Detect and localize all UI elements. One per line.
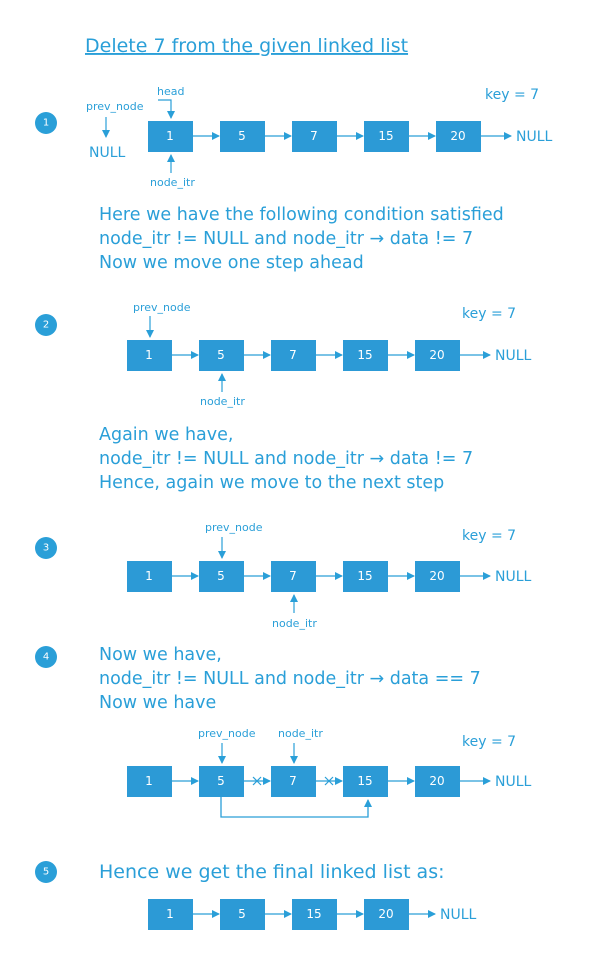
step-1-node-3-value: 7 bbox=[310, 129, 318, 143]
step-5-badge bbox=[35, 861, 57, 883]
step-3-number: 3 bbox=[43, 543, 49, 554]
step-2-node-2-value: 5 bbox=[217, 348, 225, 362]
step-2-badge bbox=[35, 314, 57, 336]
step-2-node-1-value: 1 bbox=[145, 348, 153, 362]
step-3-node-2-value: 5 bbox=[217, 569, 225, 583]
step-4-node-1 bbox=[127, 766, 172, 797]
step-1-null: NULL bbox=[516, 129, 553, 145]
step-4-node-5-value: 20 bbox=[429, 774, 444, 788]
step-2-text-line-3: Hence, again we move to the next step bbox=[99, 473, 444, 493]
step-1-text-line-2: node_itr != NULL and node_itr → data != … bbox=[99, 229, 473, 249]
step-1-number: 1 bbox=[43, 118, 49, 129]
step-2-node-5 bbox=[415, 340, 460, 371]
step-3-node-1-value: 1 bbox=[145, 569, 153, 583]
step-3-node-4 bbox=[343, 561, 388, 592]
step-5-node-4-value: 20 bbox=[378, 907, 393, 921]
step-2: 2 key = 7 prev_node 1 5 7 15 20 NULL nod… bbox=[35, 301, 532, 493]
step-1-head-label: head bbox=[157, 85, 184, 98]
step-3: 3 key = 7 prev_node 1 5 7 15 20 NULL nod… bbox=[35, 521, 532, 630]
step-2-prev-node-label: prev_node bbox=[133, 301, 191, 314]
step-4-key-label: key = 7 bbox=[462, 734, 516, 750]
step-4-node-1-value: 1 bbox=[145, 774, 153, 788]
step-5-node-4 bbox=[364, 899, 409, 930]
step-3-node-2 bbox=[199, 561, 244, 592]
step-1: 1 key = 7 prev_node NULL head 1 5 7 15 2… bbox=[35, 85, 553, 273]
step-1-prev-null: NULL bbox=[89, 145, 126, 161]
step-1-node-5 bbox=[436, 121, 481, 152]
step-4-node-3-value: 7 bbox=[289, 774, 297, 788]
step-3-node-5-value: 20 bbox=[429, 569, 444, 583]
step-2-node-itr-label: node_itr bbox=[200, 395, 245, 408]
step-3-node-4-value: 15 bbox=[357, 569, 372, 583]
step-3-node-1 bbox=[127, 561, 172, 592]
step-1-node-4 bbox=[364, 121, 409, 152]
step-3-null: NULL bbox=[495, 569, 532, 585]
step-2-number: 2 bbox=[43, 320, 49, 331]
step-3-node-3-value: 7 bbox=[289, 569, 297, 583]
step-1-node-itr-label: node_itr bbox=[150, 176, 195, 189]
step-2-node-4-value: 15 bbox=[357, 348, 372, 362]
step-5-number: 5 bbox=[43, 867, 49, 878]
step-3-node-3 bbox=[271, 561, 316, 592]
step-1-text-line-3: Now we move one step ahead bbox=[99, 253, 364, 273]
step-5-node-3-value: 15 bbox=[306, 907, 321, 921]
step-5-node-1-value: 1 bbox=[166, 907, 174, 921]
step-4-text-line-2: node_itr != NULL and node_itr → data == … bbox=[99, 669, 481, 689]
step-5: 5 Hence we get the final linked list as:… bbox=[35, 861, 477, 930]
step-3-prev-node-label: prev_node bbox=[205, 521, 263, 534]
step-1-node-2-value: 5 bbox=[238, 129, 246, 143]
step-4-number: 4 bbox=[43, 652, 49, 663]
step-2-node-4 bbox=[343, 340, 388, 371]
step-4-null: NULL bbox=[495, 774, 532, 790]
step-4-prev-node-label: prev_node bbox=[198, 727, 256, 740]
step-1-text-line-1: Here we have the following condition sat… bbox=[99, 205, 504, 225]
step-2-null: NULL bbox=[495, 348, 532, 364]
step-1-node-3 bbox=[292, 121, 337, 152]
step-3-node-itr-label: node_itr bbox=[272, 617, 317, 630]
step-1-key-label: key = 7 bbox=[485, 87, 539, 103]
step-4-cross-1 bbox=[252, 776, 262, 786]
step-2-text-line-2: node_itr != NULL and node_itr → data != … bbox=[99, 449, 473, 469]
step-5-text: Hence we get the final linked list as: bbox=[99, 861, 445, 883]
step-4-node-5 bbox=[415, 766, 460, 797]
step-5-null: NULL bbox=[440, 907, 477, 923]
step-4-text-line-3: Now we have bbox=[99, 693, 216, 713]
step-4-node-4-value: 15 bbox=[357, 774, 372, 788]
step-4-badge bbox=[35, 646, 57, 668]
step-1-node-1-value: 1 bbox=[166, 129, 174, 143]
step-3-node-5 bbox=[415, 561, 460, 592]
step-2-node-5-value: 20 bbox=[429, 348, 444, 362]
step-5-node-2-value: 5 bbox=[238, 907, 246, 921]
step-3-key-label: key = 7 bbox=[462, 528, 516, 544]
step-1-node-1 bbox=[148, 121, 193, 152]
step-4-node-2 bbox=[199, 766, 244, 797]
step-2-key-label: key = 7 bbox=[462, 306, 516, 322]
step-1-node-4-value: 15 bbox=[378, 129, 393, 143]
step-1-node-2 bbox=[220, 121, 265, 152]
step-2-text-line-1: Again we have, bbox=[99, 425, 233, 445]
step-1-node-5-value: 20 bbox=[450, 129, 465, 143]
step-4: 4 Now we have, node_itr != NULL and node… bbox=[35, 645, 532, 818]
step-2-node-2 bbox=[199, 340, 244, 371]
step-4-node-3 bbox=[271, 766, 316, 797]
step-4-node-2-value: 5 bbox=[217, 774, 225, 788]
step-5-node-3 bbox=[292, 899, 337, 930]
step-5-node-2 bbox=[220, 899, 265, 930]
step-1-prev-node-label: prev_node bbox=[86, 100, 144, 113]
step-1-badge bbox=[35, 112, 57, 134]
step-4-node-itr-label: node_itr bbox=[278, 727, 323, 740]
step-1-head-arrow bbox=[158, 99, 175, 119]
step-4-cross-2 bbox=[324, 776, 334, 786]
step-4-node-4 bbox=[343, 766, 388, 797]
step-4-text-line-1: Now we have, bbox=[99, 645, 222, 665]
page-title: Delete 7 from the given linked list bbox=[85, 35, 408, 57]
step-2-node-1 bbox=[127, 340, 172, 371]
step-4-bypass-link bbox=[220, 797, 372, 818]
step-2-node-3 bbox=[271, 340, 316, 371]
step-2-node-3-value: 7 bbox=[289, 348, 297, 362]
step-3-badge bbox=[35, 537, 57, 559]
step-5-node-1 bbox=[148, 899, 193, 930]
